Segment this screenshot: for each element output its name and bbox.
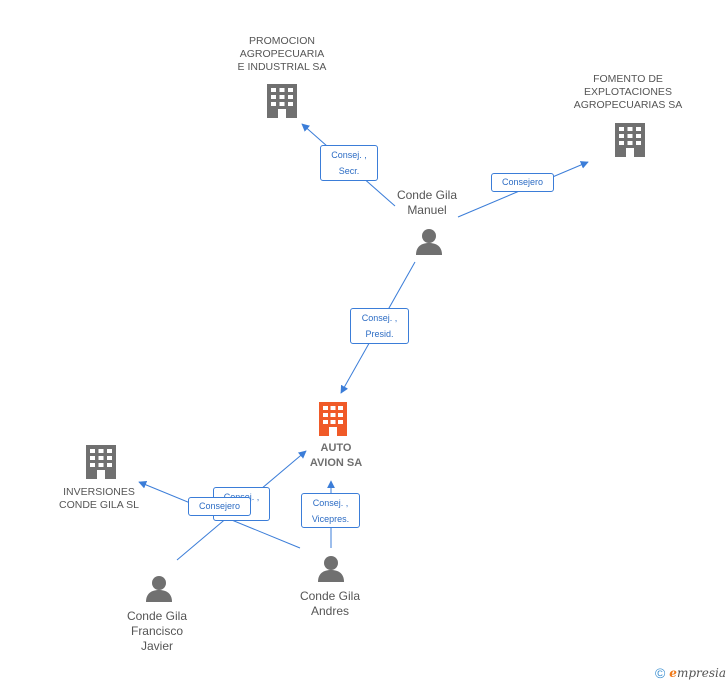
node-label-francisco[interactable]: Conde Gila Francisco Javier (126, 609, 188, 653)
edge-label-andres-auto[interactable]: Consej. , Vicepres. (301, 493, 360, 528)
copyright-symbol: © (654, 665, 666, 681)
edge-label-andres-inversiones[interactable]: Consejero (188, 497, 251, 516)
node-label-andres[interactable]: Conde Gila Andres (299, 589, 361, 618)
node-label-promocion[interactable]: PROMOCION AGROPECUARIA E INDUSTRIAL SA (237, 35, 327, 73)
building-icon[interactable] (615, 123, 645, 157)
edge-label-manuel-fomento[interactable]: Consejero (491, 173, 554, 192)
person-icon[interactable] (318, 556, 344, 582)
edge-label-manuel-auto[interactable]: Consej. , Presid. (350, 308, 409, 344)
edge-label-manuel-promocion[interactable]: Consej. , Secr. (320, 145, 378, 181)
building-icon[interactable] (319, 402, 347, 436)
building-icon[interactable] (86, 445, 116, 479)
node-label-manuel[interactable]: Conde Gila Manuel (396, 188, 458, 217)
footer-brand: © empresia (655, 665, 726, 681)
person-icon[interactable] (146, 576, 172, 602)
node-label-auto-avion[interactable]: AUTO AVION SA (309, 442, 363, 469)
brand-logo[interactable]: empresia (669, 666, 726, 680)
person-icon[interactable] (416, 229, 442, 255)
node-label-inversiones[interactable]: INVERSIONES CONDE GILA SL (59, 486, 139, 511)
node-label-fomento[interactable]: FOMENTO DE EXPLOTACIONES AGROPECUARIAS S… (573, 73, 683, 111)
building-icon[interactable] (267, 84, 297, 118)
